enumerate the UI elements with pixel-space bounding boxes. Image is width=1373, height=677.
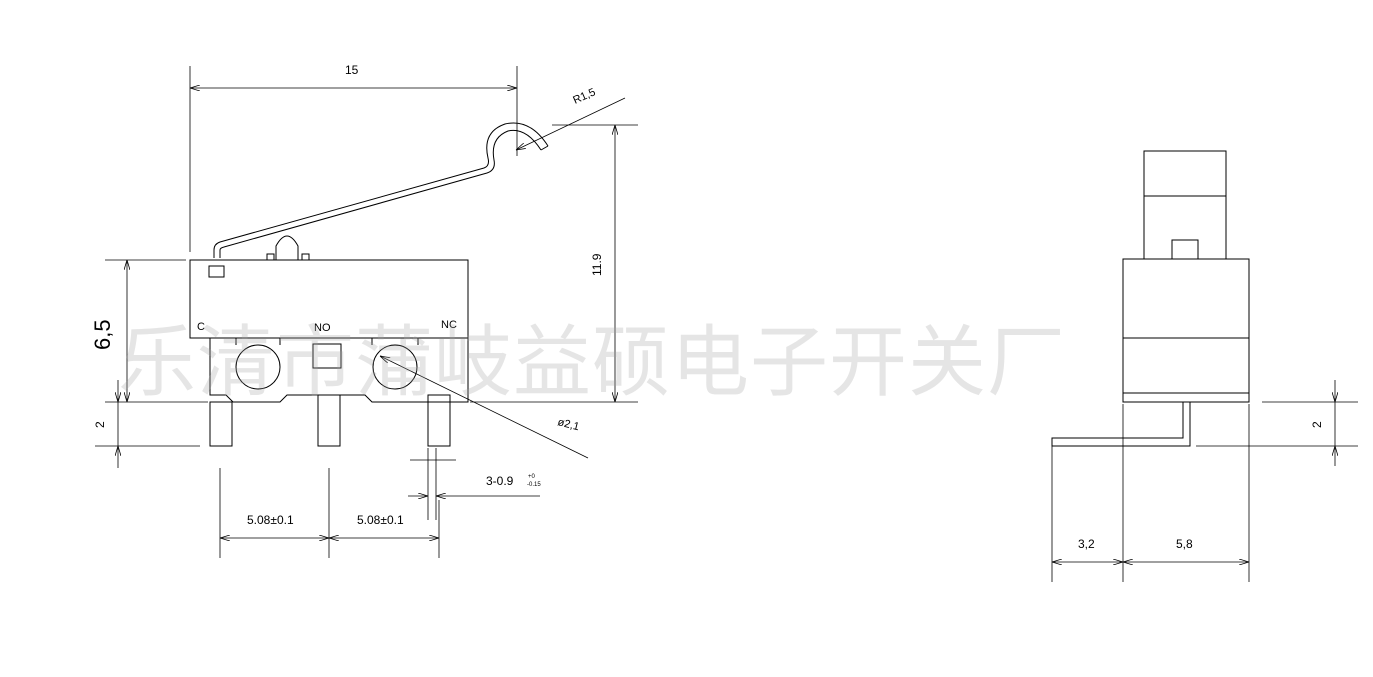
pin-c xyxy=(209,401,233,447)
dim-pitch-left-text: 5.08±0.1 xyxy=(247,513,294,527)
side-dim-58-text: 5,8 xyxy=(1176,537,1193,551)
plunger-tab-right xyxy=(301,253,310,261)
dim-15-text: 15 xyxy=(345,63,359,77)
dim-r15-leader xyxy=(516,97,626,150)
dim-09-text: 3-0.9 xyxy=(486,474,514,488)
center-window xyxy=(312,343,342,369)
dim-119-text: 11.9 xyxy=(590,253,604,276)
hole-notches xyxy=(235,338,419,345)
side-dim-2-text: 2 xyxy=(1310,421,1324,428)
dim-pitch-right-text: 5.08±0.1 xyxy=(357,513,404,527)
side-view: 2 3,2 5,8 xyxy=(1051,150,1358,582)
dim-hole-text: ø2,1 xyxy=(556,416,580,433)
dim-09-tol-upper: +0 xyxy=(528,474,536,480)
front-view: C NO NC 15 R1,5 11.9 6,5 2 ø2,1 xyxy=(90,63,638,558)
dim-65-text: 6,5 xyxy=(90,319,115,350)
side-dim-32-text: 3,2 xyxy=(1078,537,1095,551)
dim-2-text: 2 xyxy=(93,421,107,428)
label-c: C xyxy=(197,321,205,333)
side-lever-block xyxy=(1143,150,1227,260)
lever-tip xyxy=(540,145,549,151)
plunger-tab-left xyxy=(266,253,275,261)
dim-r15-text: R1,5 xyxy=(571,86,597,106)
pin-nc xyxy=(427,394,451,447)
dim-09-tol-lower: -0.15 xyxy=(527,482,541,488)
side-body xyxy=(1122,258,1250,403)
lever-pivot xyxy=(208,265,225,278)
pin-no xyxy=(317,394,341,447)
label-no: NO xyxy=(314,322,331,334)
mounting-hole-right xyxy=(372,344,418,390)
label-nc: NC xyxy=(441,319,457,331)
dim-hole-leader xyxy=(380,356,589,459)
lever-arm xyxy=(213,122,549,258)
plunger xyxy=(275,235,299,260)
lever-arm-inner xyxy=(219,129,542,258)
mounting-hole-left xyxy=(235,344,281,390)
side-bent-pin xyxy=(1051,402,1191,447)
side-plunger xyxy=(1171,239,1199,260)
